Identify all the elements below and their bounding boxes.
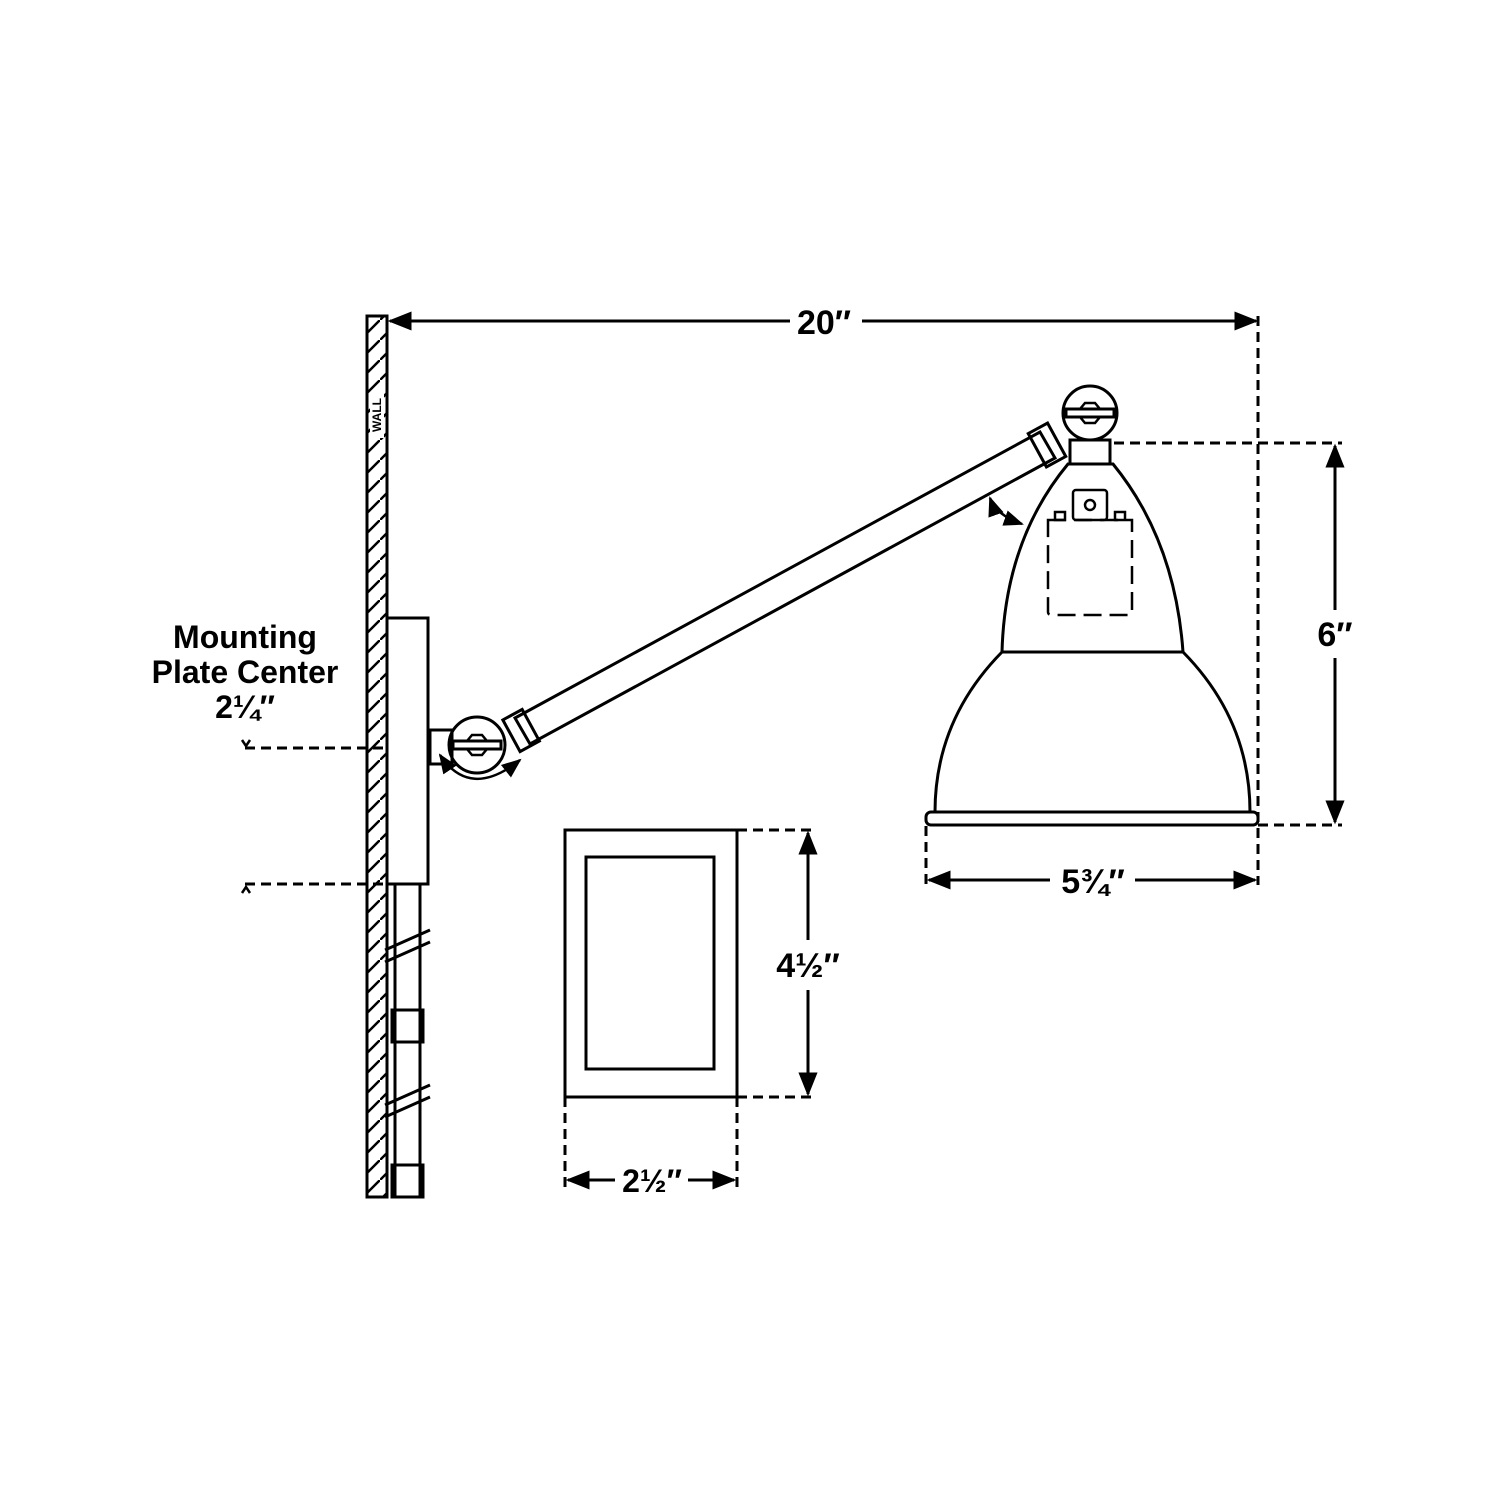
mounting-label-line2: Plate Center [152, 654, 339, 690]
dimension-label-20: 20″ [797, 304, 851, 342]
dimension-label-2-1-2: 2½″ [622, 1163, 682, 1199]
dimension-label-5-3-4: 5¾″ [1061, 863, 1125, 901]
dimension-backplate-height: 4½″ [737, 828, 840, 1099]
mounting-label-line1: Mounting [173, 619, 317, 655]
dimension-backplate-width: 2½″ [563, 1097, 739, 1199]
mounting-plate-center-label: Mounting Plate Center 2¼″ [152, 619, 339, 725]
dimension-shade-diameter: 5¾″ [924, 826, 1258, 901]
lower-joint [438, 715, 522, 781]
dimension-label-6: 6″ [1317, 616, 1352, 654]
lamp-shade [924, 384, 1260, 827]
dimension-shade-height: 6″ [1114, 441, 1353, 827]
mounting-plate [240, 616, 430, 894]
wall-label: WALL [370, 398, 384, 432]
dimension-overall-extension: 20″ [387, 304, 1260, 885]
mounting-label-value: 2¼″ [215, 689, 275, 725]
backplate-front-view [563, 828, 739, 1099]
cord [384, 884, 431, 1199]
dimension-label-4-1-2: 4½″ [776, 947, 840, 985]
wall: WALL [365, 314, 389, 1199]
swing-arm [428, 421, 1068, 766]
